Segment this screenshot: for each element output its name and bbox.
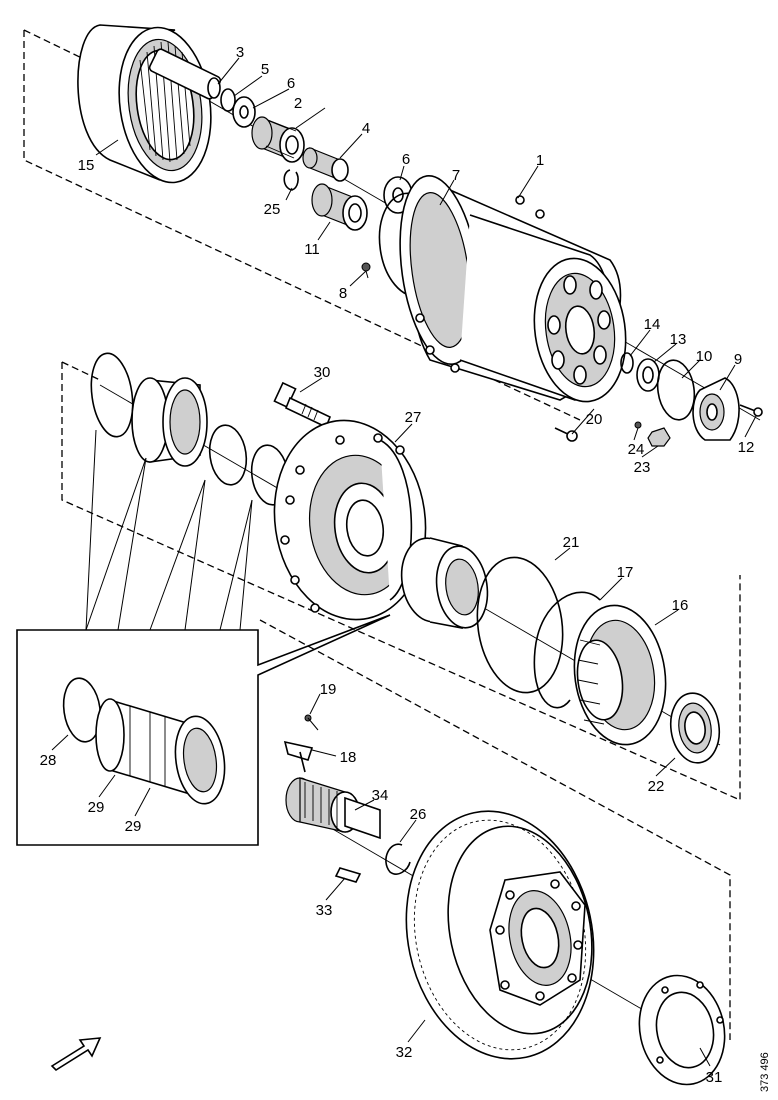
callout-11: 11 [304, 241, 320, 258]
callout-31: 31 [706, 1069, 723, 1086]
seal-22 [669, 692, 721, 764]
callout-9: 9 [734, 351, 742, 368]
brake-disc-32 [405, 810, 595, 1060]
callout-16: 16 [672, 597, 689, 614]
planet-gear-11 [311, 183, 368, 231]
pin-24 [634, 421, 642, 429]
callout-34: 34 [372, 787, 389, 804]
callout-5: 5 [261, 61, 269, 78]
callout-4: 4 [362, 120, 370, 137]
callout-8: 8 [339, 285, 347, 302]
reference-code: 373 496 [759, 1052, 771, 1092]
hub-housing-1 [399, 174, 627, 403]
assembly-boundary-lines [23, 29, 741, 1040]
key-33 [334, 867, 362, 883]
callout-22: 22 [648, 778, 665, 795]
callout-3: 3 [236, 44, 244, 61]
callout-6b: 6 [402, 151, 410, 168]
splash-shield-31 [638, 974, 726, 1086]
inset-leaders [85, 429, 253, 631]
cover-9 [692, 377, 740, 441]
callout-18: 18 [340, 749, 357, 766]
callout-30: 30 [314, 364, 331, 381]
needle-bearing-4 [302, 147, 349, 182]
o-ring-14 [620, 352, 634, 374]
callout-26: 26 [410, 806, 427, 823]
callout-7: 7 [452, 167, 460, 184]
plug-8 [361, 262, 371, 279]
callout-6a: 6 [287, 75, 295, 92]
screw-12 [739, 404, 763, 417]
callout-28: 28 [40, 752, 57, 769]
screw-19 [304, 714, 319, 731]
nut-23 [647, 427, 671, 447]
callout-12: 12 [738, 439, 755, 456]
shaft-splines [304, 782, 338, 828]
sensor-bracket-18 [283, 740, 314, 773]
planet-gear-2 [251, 116, 305, 163]
ring-gear-15 [77, 24, 222, 184]
thrust-washer-13 [636, 358, 660, 392]
snap-ring-17 [533, 591, 601, 709]
callout-13: 13 [670, 331, 687, 348]
leader-lines [51, 57, 757, 1067]
seal-ring-21 [476, 556, 564, 694]
seal-ring-10 [656, 359, 696, 421]
callout-14: 14 [644, 316, 661, 333]
seal-ring-left [90, 352, 134, 438]
callout-15: 15 [78, 157, 95, 174]
callout-24: 24 [628, 441, 645, 458]
callout-10: 10 [696, 348, 713, 365]
inset-bearing-29 [95, 698, 226, 805]
hub-housing-holes [547, 275, 611, 385]
callout-27: 27 [405, 409, 422, 426]
forward-arrow-icon [50, 1037, 102, 1072]
callout-1: 1 [536, 152, 544, 169]
callout-17: 17 [617, 564, 634, 581]
callout-29b: 29 [125, 818, 142, 835]
callout-20: 20 [586, 411, 603, 428]
callout-32: 32 [396, 1044, 413, 1061]
callout-33: 33 [316, 902, 333, 919]
inset-ring-28 [62, 677, 102, 743]
circlip-5 [220, 88, 236, 112]
callout-25: 25 [264, 201, 281, 218]
inset-detail-box [16, 429, 391, 846]
wheel-hub-stud-holes [280, 433, 405, 613]
circlip-25 [283, 169, 299, 191]
circlip-26 [385, 843, 411, 875]
callout-labels: 1 2 3 4 5 6 6 7 8 9 10 11 12 13 14 15 16… [40, 44, 755, 1086]
callout-19: 19 [320, 681, 337, 698]
callout-21: 21 [563, 534, 580, 551]
callout-29a: 29 [88, 799, 105, 816]
callout-23: 23 [634, 459, 651, 476]
wheel-bolt-30 [273, 381, 332, 429]
screw-20 [554, 427, 578, 442]
bearing-right [400, 537, 489, 629]
abs-ring-16 [573, 604, 667, 746]
ring-left-a [208, 424, 248, 486]
washer-6a [232, 96, 256, 128]
brake-disc-bolt-holes [495, 879, 583, 1001]
bearing-cone-left [131, 377, 208, 467]
drive-shaft-34 [285, 777, 381, 840]
callout-2: 2 [294, 95, 302, 112]
abs-ring-teeth [577, 639, 605, 725]
